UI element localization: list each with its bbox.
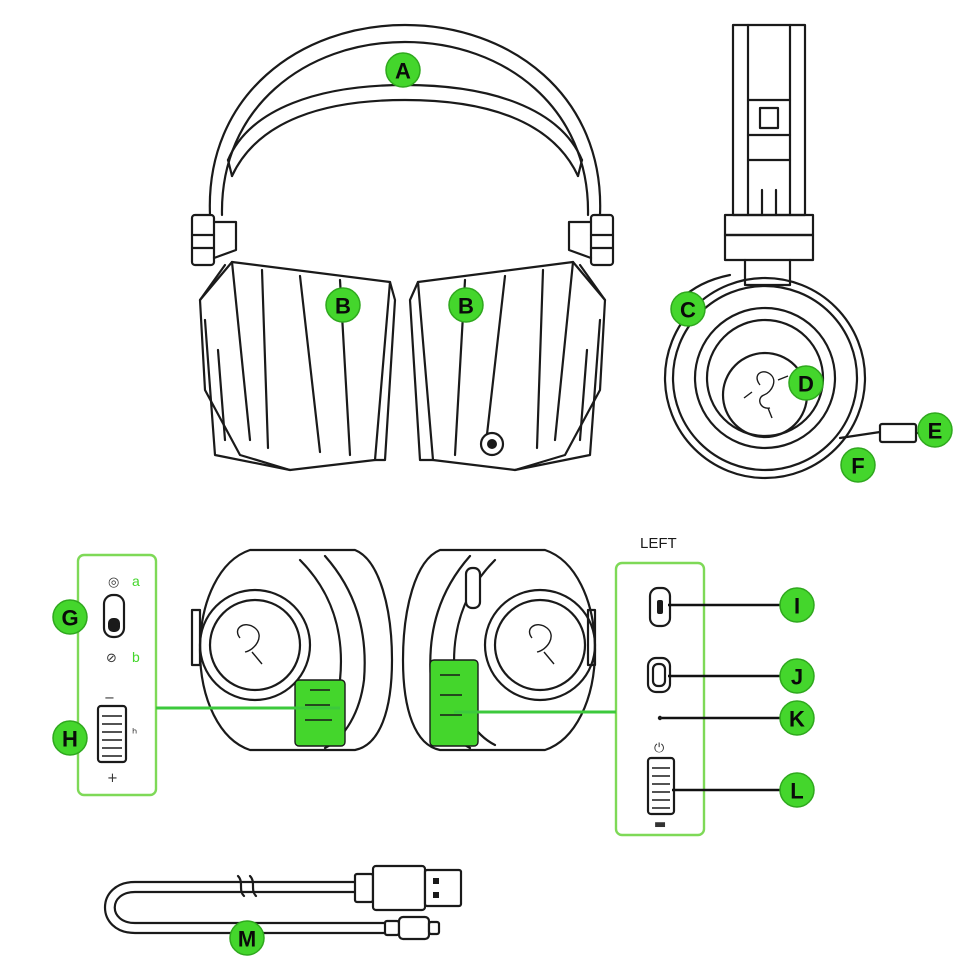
callout-b-left: B bbox=[325, 287, 361, 323]
callout-d: D bbox=[788, 365, 824, 401]
svg-text:F: F bbox=[851, 454, 864, 479]
volume-minus-label: − bbox=[104, 691, 115, 706]
side-label: LEFT bbox=[640, 535, 677, 552]
razer-logo-side bbox=[743, 371, 789, 419]
callout-h: H bbox=[52, 720, 88, 756]
callout-c: C bbox=[670, 291, 706, 327]
svg-text:D: D bbox=[798, 372, 814, 397]
svg-text:G: G bbox=[61, 606, 78, 631]
right-earcup bbox=[408, 260, 607, 472]
svg-text:M: M bbox=[238, 927, 256, 952]
svg-text:K: K bbox=[789, 707, 805, 732]
chroma-icon: ▬ bbox=[654, 817, 666, 832]
callout-l: L bbox=[779, 772, 815, 808]
left-earcup bbox=[198, 260, 397, 472]
callout-f: F bbox=[840, 447, 876, 483]
callout-k: K bbox=[779, 700, 815, 736]
svg-text:I: I bbox=[794, 594, 800, 619]
left-control-box: ◎ ⊘ − + ʰ bbox=[76, 553, 158, 797]
callout-i: I bbox=[779, 587, 815, 623]
svg-text:C: C bbox=[680, 298, 696, 323]
mic-mode-icon: ⊘ bbox=[106, 651, 117, 666]
callout-e: E bbox=[917, 412, 953, 448]
svg-text:B: B bbox=[458, 294, 474, 319]
bottom-view bbox=[190, 548, 597, 752]
svg-text:E: E bbox=[928, 419, 943, 444]
svg-text:L: L bbox=[790, 779, 803, 804]
callout-g: G bbox=[52, 599, 88, 635]
svg-text:H: H bbox=[62, 727, 78, 752]
switch-label-b: b bbox=[132, 649, 140, 665]
front-view bbox=[190, 23, 615, 472]
callout-a: A bbox=[385, 52, 421, 88]
volume-arrow-icon: ʰ bbox=[132, 727, 137, 742]
volume-plus-label: + bbox=[107, 771, 118, 786]
callout-m: M bbox=[229, 920, 265, 956]
headset-mode-icon: ◎ bbox=[108, 575, 119, 590]
switch-label-a: a bbox=[132, 573, 140, 589]
usb-cable bbox=[103, 864, 463, 941]
side-view bbox=[663, 23, 932, 480]
svg-text:J: J bbox=[791, 665, 803, 690]
svg-text:B: B bbox=[335, 294, 351, 319]
callout-j: J bbox=[779, 658, 815, 694]
power-icon: ⏻ bbox=[654, 741, 664, 756]
right-control-box: LEFT ⏻ ▬ bbox=[614, 535, 706, 837]
callout-b-right: B bbox=[448, 287, 484, 323]
svg-text:A: A bbox=[395, 59, 411, 84]
